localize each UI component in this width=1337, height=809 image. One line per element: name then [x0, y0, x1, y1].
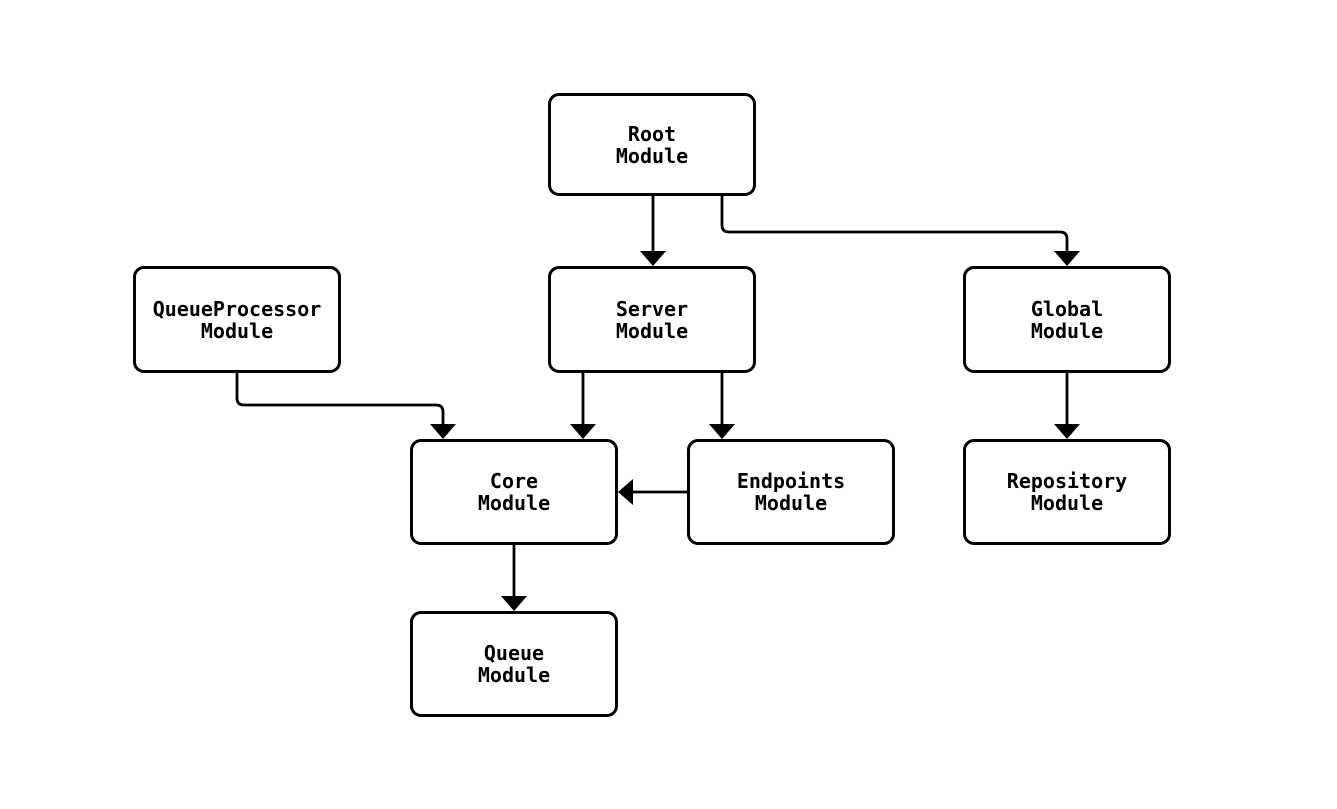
arrowhead-root-to-global: [1054, 251, 1080, 266]
node-endpoints-module: Endpoints Module: [687, 439, 895, 545]
node-server-label-line1: Server: [615, 296, 689, 321]
arrowhead-endpoints-to-core: [618, 479, 633, 505]
node-repository-module: Repository Module: [963, 439, 1171, 545]
node-server-module: Server Module: [548, 266, 756, 373]
node-server-label-line2: Module: [615, 318, 689, 343]
arrowhead-server-to-endpoints: [709, 424, 735, 439]
arrowhead-core-to-queue: [501, 596, 527, 611]
node-endpoints-label-line2: Module: [754, 491, 828, 515]
node-root-label-line2: Module: [615, 143, 689, 168]
node-repository-label-line1: Repository: [1006, 469, 1128, 493]
arrowhead-server-to-core: [570, 424, 596, 439]
arrowhead-global-to-repository: [1054, 424, 1080, 439]
node-queue-label-line2: Module: [477, 663, 551, 687]
node-queue-module: Queue Module: [410, 611, 618, 717]
node-queueprocessor-label-line2: Module: [200, 318, 274, 343]
node-global-label-line1: Global: [1030, 296, 1104, 321]
node-queue-label-line1: Queue: [483, 641, 545, 665]
edge-root-to-global: [720, 196, 1069, 252]
node-root-label-line1: Root: [627, 121, 677, 146]
node-global-module: Global Module: [963, 266, 1171, 373]
node-endpoints-label-line1: Endpoints: [736, 469, 846, 493]
edge-queueprocessor-to-core: [235, 373, 445, 425]
node-root-module: Root Module: [548, 93, 756, 196]
arrowhead-queueprocessor-to-core: [430, 424, 456, 439]
node-core-label-line1: Core: [489, 469, 539, 493]
node-queueprocessor-label-line1: QueueProcessor: [152, 296, 322, 321]
arrowhead-root-to-server: [640, 251, 666, 266]
node-queueprocessor-module: QueueProcessor Module: [133, 266, 341, 373]
node-core-module: Core Module: [410, 439, 618, 545]
node-global-label-line2: Module: [1030, 318, 1104, 343]
node-core-label-line2: Module: [477, 491, 551, 515]
node-repository-label-line2: Module: [1030, 491, 1104, 515]
